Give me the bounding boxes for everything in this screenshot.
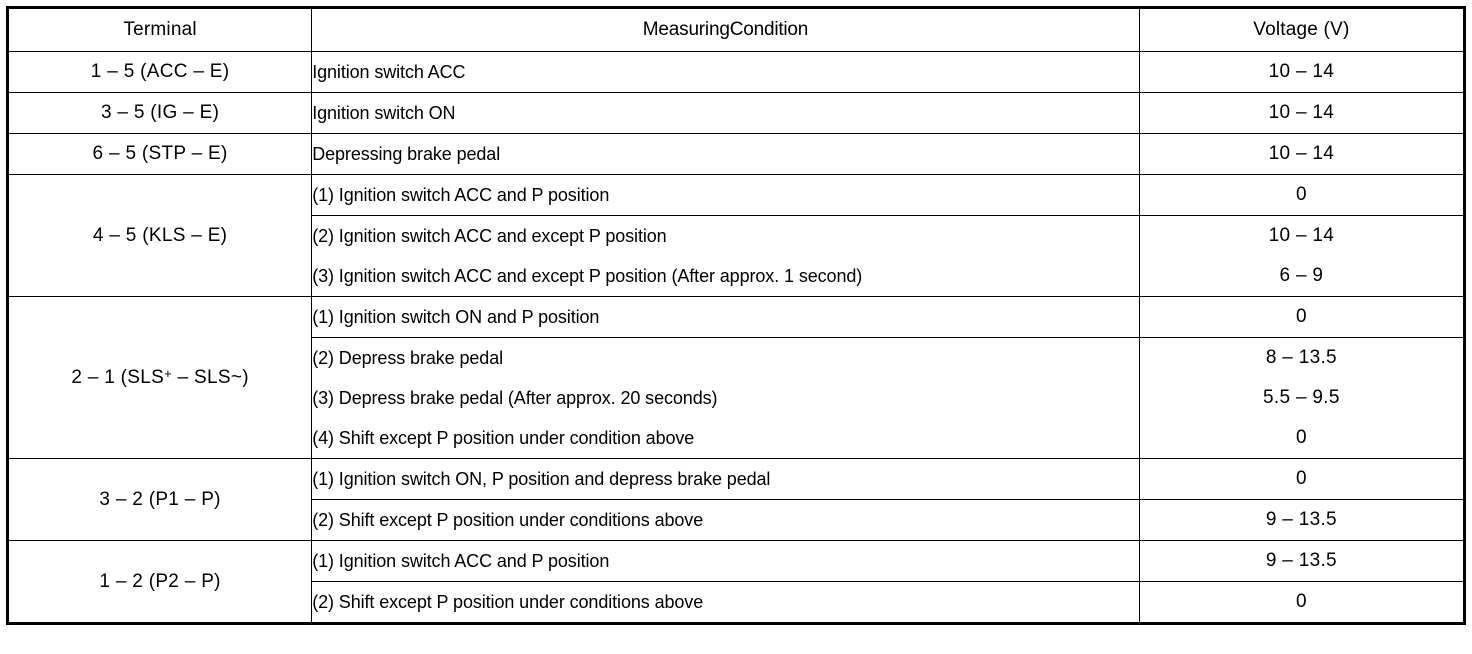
terminal-cell: 3 – 5 (IG – E) (6, 92, 313, 134)
condition-cell: Depressing brake pedal (311, 133, 1140, 175)
table-row: 2 – 1 (SLS+ – SLS~) (1) Ignition switch … (6, 296, 1466, 459)
voltage-cell: 0 (1138, 296, 1466, 338)
table-row: (2) Shift except P position under condit… (8, 581, 1466, 624)
table-row: 3 – 2 (P1 – P) (1) Ignition switch ON, P… (6, 458, 1466, 541)
terminal-cell: 3 – 2 (P1 – P) (6, 458, 313, 541)
table-row: 3 – 5 (IG – E) Ignition switch ON 10 – 1… (6, 92, 1466, 134)
terminal-voltage-table: Terminal MeasuringCondition Voltage (V) … (6, 6, 1466, 625)
voltage-cell: 9 – 13.5 (1138, 499, 1466, 541)
condition-cell: (3) Ignition switch ACC and except P pos… (311, 256, 1140, 297)
condition-cell: (3) Depress brake pedal (After approx. 2… (311, 378, 1140, 418)
terminal-cell: 4 – 5 (KLS – E) (6, 174, 313, 297)
terminal-label-tail: – SLS~) (172, 367, 249, 388)
table-row: 1 – 2 (P2 – P) (1) Ignition switch ACC a… (6, 540, 1466, 624)
condition-cell: (2) Shift except P position under condit… (311, 499, 1140, 541)
table-row: (2) Shift except P position under condit… (8, 499, 1466, 541)
condition-cell: (4) Shift except P position under condit… (311, 418, 1140, 459)
column-header-voltage: Voltage (V) (1138, 7, 1466, 52)
terminal-cell: 1 – 2 (P2 – P) (6, 540, 313, 624)
voltage-cell: 5.5 – 9.5 (1138, 378, 1466, 418)
table-row: (3) Depress brake pedal (After approx. 2… (8, 378, 1466, 418)
voltage-cell: 10 – 14 (1138, 215, 1466, 256)
table-row: (2) Ignition switch ACC and except P pos… (8, 215, 1466, 256)
voltage-cell: 9 – 13.5 (1138, 540, 1466, 582)
column-header-measuring-condition: MeasuringCondition (311, 7, 1140, 52)
table-row: 1 – 5 (ACC – E) Ignition switch ACC 10 –… (6, 51, 1466, 93)
condition-cell: (1) Ignition switch ACC and P position (311, 174, 1140, 216)
table-row: 4 – 5 (KLS – E) (1) Ignition switch ACC … (6, 174, 1466, 297)
table-row: (4) Shift except P position under condit… (8, 418, 1466, 459)
condition-cell: Ignition switch ON (311, 92, 1140, 134)
terminal-label-base: 2 – 1 (SLS (71, 367, 165, 388)
voltage-cell: 10 – 14 (1138, 51, 1466, 93)
terminal-label-superscript: + (164, 366, 172, 381)
voltage-cell: 10 – 14 (1138, 92, 1466, 134)
table-row: (2) Depress brake pedal 8 – 13.5 (8, 337, 1466, 378)
voltage-cell: 0 (1138, 581, 1466, 624)
condition-cell: (1) Ignition switch ON and P position (311, 296, 1140, 338)
voltage-cell: 0 (1138, 418, 1466, 459)
condition-cell: (2) Shift except P position under condit… (311, 581, 1140, 624)
condition-cell: (2) Ignition switch ACC and except P pos… (311, 215, 1140, 256)
voltage-cell: 0 (1138, 458, 1466, 500)
table-header-row: Terminal MeasuringCondition Voltage (V) (6, 7, 1466, 52)
terminal-cell: 1 – 5 (ACC – E) (6, 51, 313, 93)
condition-cell: Ignition switch ACC (311, 51, 1140, 93)
column-header-terminal: Terminal (6, 7, 313, 52)
condition-cell: (1) Ignition switch ON, P position and d… (311, 458, 1140, 500)
voltage-cell: 10 – 14 (1138, 133, 1466, 175)
terminal-cell: 2 – 1 (SLS+ – SLS~) (6, 296, 313, 459)
voltage-cell: 8 – 13.5 (1138, 337, 1466, 378)
table-row: 6 – 5 (STP – E) Depressing brake pedal 1… (6, 133, 1466, 175)
condition-cell: (2) Depress brake pedal (311, 337, 1140, 378)
voltage-cell: 6 – 9 (1138, 256, 1466, 297)
condition-cell: (1) Ignition switch ACC and P position (311, 540, 1140, 582)
table-row: (3) Ignition switch ACC and except P pos… (8, 256, 1466, 297)
terminal-cell: 6 – 5 (STP – E) (6, 133, 313, 175)
voltage-cell: 0 (1138, 174, 1466, 216)
